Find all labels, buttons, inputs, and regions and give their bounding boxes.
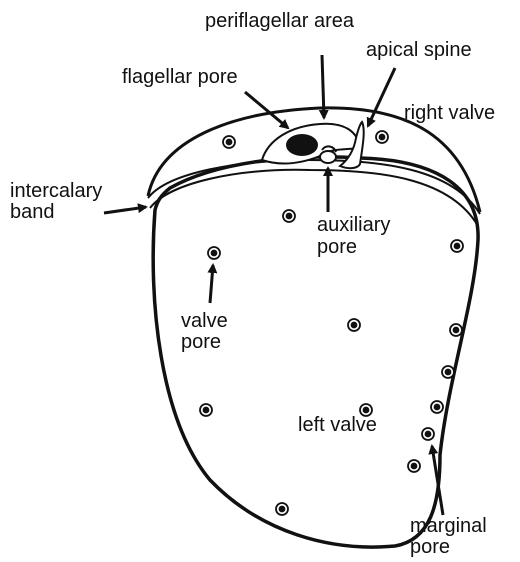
valve-pore [451,240,463,252]
label-flagellar-pore: flagellar pore [122,66,238,88]
auxiliary-pore [320,151,336,163]
valve-pore [200,404,212,416]
label-marginal-pore-2: pore [410,536,450,557]
label-left-valve: left valve [298,414,377,436]
valve-pore [208,247,220,259]
label-apical-spine: apical spine [366,39,472,61]
flagellar-pore [286,134,318,156]
arrow-apical-spine [368,68,395,126]
valve-pore [348,319,360,331]
label-intercalary-band-2: band [10,201,55,223]
valve-pore [283,210,295,222]
valve-pore [450,324,462,336]
arrow-periflagellar-area [322,55,324,118]
valve-pore [276,503,288,515]
valve-pore [223,136,235,148]
valve-pore [376,131,388,143]
label-periflagellar-area: periflagellar area [205,10,355,32]
valve-pore [408,460,420,472]
valve-pore [442,366,454,378]
label-auxiliary-pore-2: pore [317,236,357,258]
label-auxiliary-pore-1: auxiliary [317,214,390,236]
label-right-valve: right valve [404,102,495,124]
label-valve-pore-2: pore [181,331,221,353]
arrow-intercalary-band [104,207,146,213]
label-marginal-pore-1: marginal [410,515,487,537]
valve-pore [431,401,443,413]
label-intercalary-band-1: intercalary [10,180,102,202]
valve-pore [422,428,434,440]
label-valve-pore-1: valve [181,310,228,332]
